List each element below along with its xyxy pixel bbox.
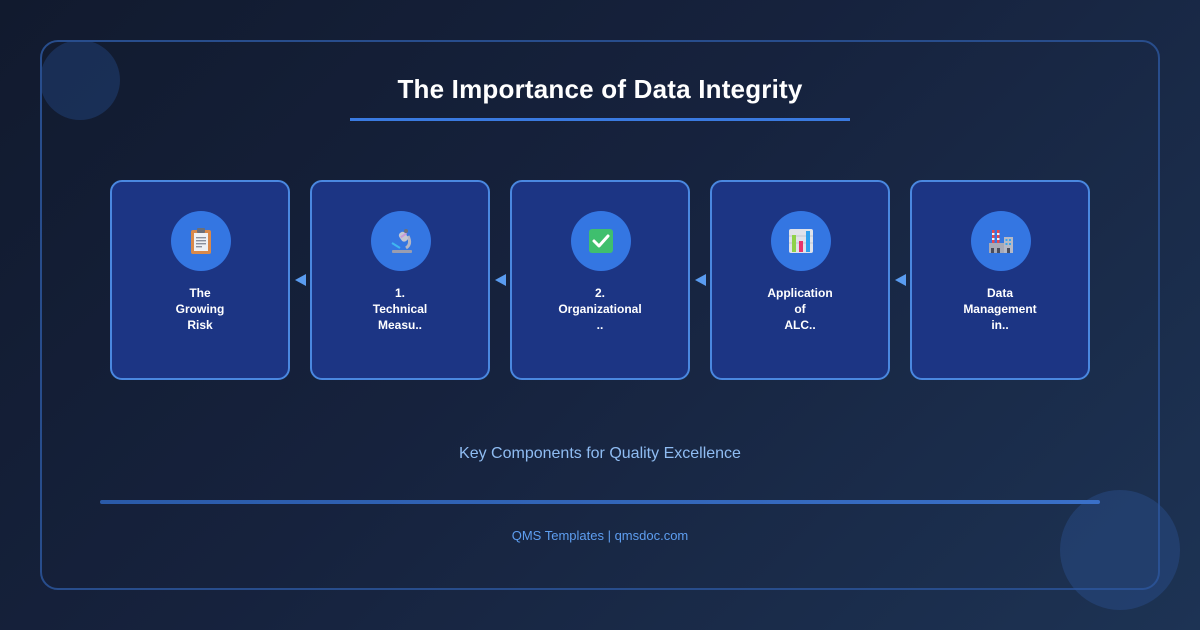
page-title: The Importance of Data Integrity (397, 74, 803, 104)
step-label: 2. Organizational .. (558, 286, 642, 332)
arrow-left-icon (495, 274, 506, 286)
clipboard-icon (171, 211, 231, 271)
arrow-left-icon (695, 274, 706, 286)
check-box-icon (571, 211, 631, 271)
step-label: Data Management in.. (963, 286, 1037, 332)
footer-credit: QMS Templates | qmsdoc.com (511, 528, 689, 543)
divider (100, 500, 1100, 504)
step-card-growing-risk: The Growing Risk (110, 180, 290, 380)
decorative-circle-bottom-right (1060, 490, 1180, 610)
step-card-organizational: 2. Organizational .. (510, 180, 690, 380)
arrow-left-icon (295, 274, 306, 286)
subtitle: Key Components for Quality Excellence (459, 445, 741, 462)
step-card-technical-measures: 1. Technical Measu.. (310, 180, 490, 380)
bar-chart-icon (771, 211, 831, 271)
title-underline (350, 118, 850, 121)
step-card-data-management: Data Management in.. (910, 180, 1090, 380)
microscope-icon (371, 211, 431, 271)
step-label: Application of ALC.. (767, 286, 833, 332)
step-label: 1. Technical Measu.. (372, 286, 428, 332)
step-label: The Growing Risk (175, 286, 225, 332)
arrow-left-icon (895, 274, 906, 286)
step-card-application-alcoa: Application of ALC.. (710, 180, 890, 380)
factory-icon (971, 211, 1031, 271)
content-frame (40, 40, 1160, 590)
